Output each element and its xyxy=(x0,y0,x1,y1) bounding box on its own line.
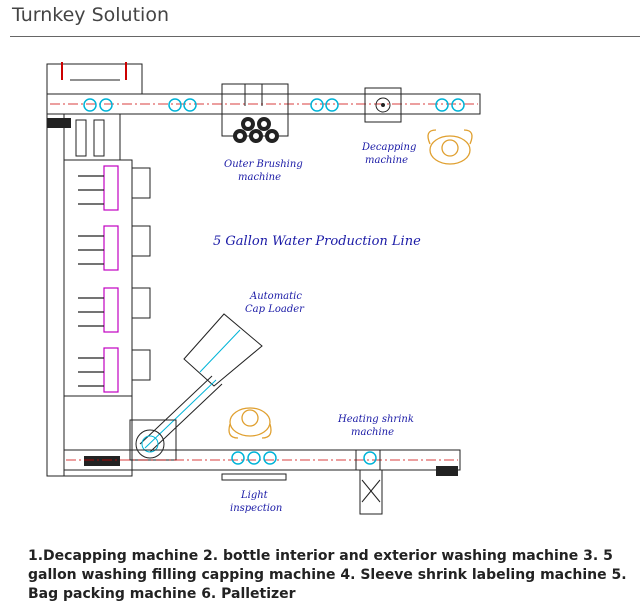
line-title: 5 Gallon Water Production Line xyxy=(213,234,421,249)
top-conveyor xyxy=(46,93,481,115)
filling-heads xyxy=(78,165,119,393)
light-inspection xyxy=(221,473,287,481)
page-title: Turnkey Solution xyxy=(12,4,169,26)
outer-brushing-machine xyxy=(221,83,289,143)
cap-loader xyxy=(139,313,263,453)
operator-top xyxy=(427,129,473,165)
left-markers xyxy=(47,118,120,466)
outer-brushing-label-2: machine xyxy=(238,172,281,183)
decapping-machine xyxy=(364,87,402,123)
heating-shrink-machine xyxy=(355,449,383,515)
bottom-conveyor xyxy=(63,449,461,476)
decapping-label-2: machine xyxy=(365,155,408,166)
title-divider xyxy=(10,36,640,37)
caption: 1.Decapping machine 2. bottle interior a… xyxy=(28,548,627,602)
heating-shrink-label-1: Heating shrink xyxy=(337,414,414,425)
cap-loader-label-2: Cap Loader xyxy=(245,304,305,315)
cap-loader-label-1: Automatic xyxy=(249,291,302,302)
heating-shrink-label-2: machine xyxy=(351,427,394,438)
top-rollers xyxy=(83,98,465,112)
production-line-diagram: Outer Brushing machine Decapping machine xyxy=(46,62,481,515)
decapping-label-1: Decapping xyxy=(361,142,416,153)
light-inspection-label-1: Light xyxy=(240,490,269,501)
operator-bottom xyxy=(228,407,272,439)
vertical-machine-block xyxy=(46,113,151,477)
light-inspection-label-2: inspection xyxy=(230,503,282,514)
bottle-infeed xyxy=(46,62,143,95)
bottom-rollers xyxy=(231,451,377,465)
outer-brushing-label-1: Outer Brushing xyxy=(224,159,303,170)
